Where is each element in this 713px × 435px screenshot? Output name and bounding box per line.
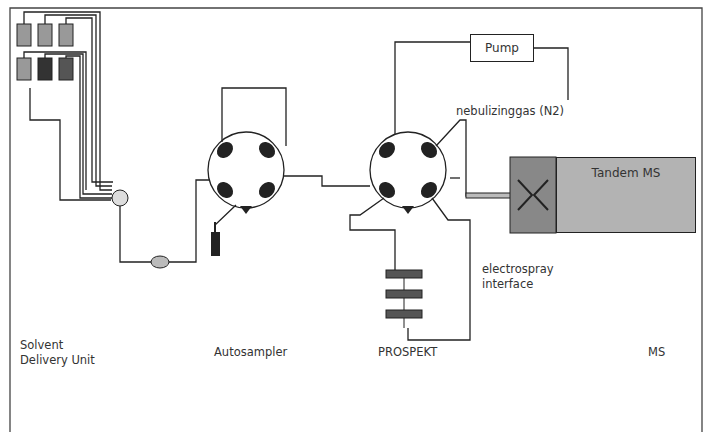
section-label: Solvent Delivery Unit <box>20 338 100 368</box>
section-label: PROSPEKT <box>378 345 437 360</box>
section-label: MS <box>648 345 665 360</box>
tandem-ms-box: Tandem MS <box>556 157 696 233</box>
node-text: Tandem MS <box>592 166 661 181</box>
pump-box: Pump <box>470 34 534 62</box>
section-label: Autosampler <box>214 345 287 360</box>
node-text: Pump <box>485 41 519 56</box>
interface-label: electrospray interface <box>482 262 562 292</box>
gas-label: nebulizinggas (N2) <box>456 104 564 119</box>
